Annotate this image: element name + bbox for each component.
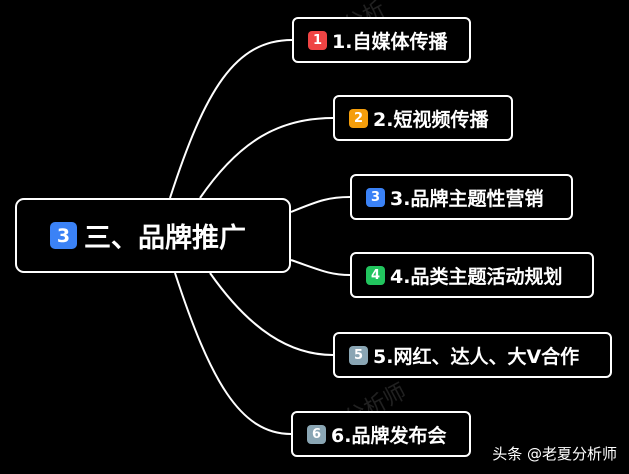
child-node-5[interactable]: 5 5.网红、达人、大V合作 bbox=[333, 332, 612, 378]
child-5-badge: 5 bbox=[349, 345, 368, 365]
connector-3 bbox=[290, 196, 351, 213]
child-3-label: 3.品牌主题性营销 bbox=[390, 187, 544, 210]
child-node-2[interactable]: 2 2.短视频传播 bbox=[333, 95, 513, 141]
child-1-badge: 1 bbox=[308, 30, 327, 50]
footer-attribution: 头条 @老夏分析师 bbox=[492, 445, 617, 463]
child-5-label: 5.网红、达人、大V合作 bbox=[373, 345, 580, 368]
connector-1 bbox=[169, 39, 293, 199]
root-badge: 3 bbox=[50, 222, 77, 249]
connector-5 bbox=[209, 272, 334, 356]
child-node-4[interactable]: 4 4.品类主题活动规划 bbox=[350, 252, 594, 298]
child-2-badge: 2 bbox=[349, 108, 368, 128]
child-node-3[interactable]: 3 3.品牌主题性营销 bbox=[350, 174, 573, 220]
child-2-label: 2.短视频传播 bbox=[373, 108, 489, 131]
child-6-label: 6.品牌发布会 bbox=[331, 424, 447, 447]
child-3-badge: 3 bbox=[366, 187, 385, 207]
child-node-1[interactable]: 1 1.自媒体传播 bbox=[292, 17, 471, 63]
child-4-label: 4.品类主题活动规划 bbox=[390, 265, 563, 288]
root-label: 三、品牌推广 bbox=[84, 223, 246, 254]
root-node[interactable]: 3 三、品牌推广 bbox=[15, 198, 291, 273]
child-1-label: 1.自媒体传播 bbox=[332, 30, 448, 53]
child-node-6[interactable]: 6 6.品牌发布会 bbox=[291, 411, 471, 457]
connector-2 bbox=[199, 117, 334, 199]
child-6-badge: 6 bbox=[307, 424, 326, 444]
connector-6 bbox=[174, 272, 292, 435]
child-4-badge: 4 bbox=[366, 265, 385, 285]
connector-4 bbox=[290, 259, 351, 276]
